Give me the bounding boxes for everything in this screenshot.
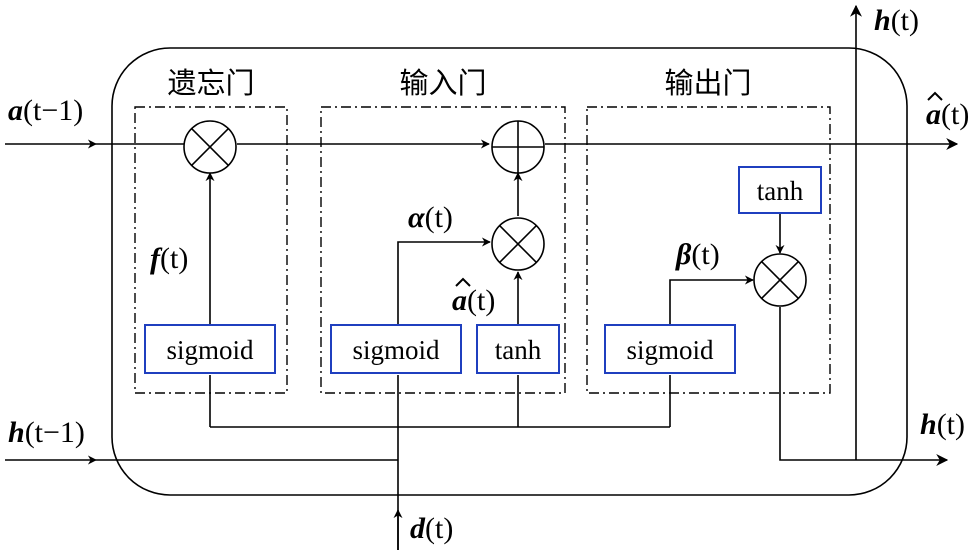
label-a-hat-out: a(t): [926, 91, 969, 131]
sigmoid-input-block: sigmoid: [330, 324, 462, 374]
line-beta: [669, 275, 754, 324]
sigmoid-input-label: sigmoid: [352, 335, 440, 365]
sigmoid-forget-block: sigmoid: [144, 324, 276, 374]
svg-text:a(t): a(t): [452, 284, 495, 317]
tanh-input-label: tanh: [495, 335, 542, 365]
svg-text:a(t): a(t): [926, 98, 969, 131]
multiply-forget: [183, 120, 237, 174]
add-cell-state: [491, 120, 545, 174]
tanh-output-label: tanh: [757, 176, 804, 206]
forget-gate-frame: [134, 106, 288, 394]
line-alpha: [397, 237, 491, 324]
connections: [5, 4, 959, 550]
line-h-out: [779, 307, 949, 466]
label-beta: β(t): [675, 238, 720, 271]
label-d-in: d(t): [410, 512, 453, 545]
label-f: f(t): [150, 242, 188, 275]
output-gate-frame: [586, 106, 831, 394]
multiply-input: [491, 217, 545, 271]
input-gate-title: 输入门: [399, 66, 486, 100]
label-h-out: h(t): [920, 408, 965, 441]
tanh-output-block: tanh: [738, 166, 822, 214]
label-alpha: α(t): [408, 201, 453, 234]
sigmoid-output-block: sigmoid: [604, 324, 736, 374]
label-a-prev: a(t−1): [8, 94, 83, 127]
output-gate-title: 输出门: [664, 66, 751, 100]
label-h-prev: h(t−1): [8, 416, 85, 449]
sigmoid-forget-label: sigmoid: [166, 335, 254, 365]
sigmoid-output-label: sigmoid: [626, 335, 714, 365]
cell-boundary: [111, 47, 908, 496]
label-a-hat-mid: a(t): [452, 277, 495, 317]
multiply-output: [753, 253, 807, 307]
tanh-input-block: tanh: [476, 324, 560, 374]
label-h-top: h(t): [874, 4, 919, 37]
input-gate-frame: [320, 106, 566, 394]
forget-gate-title: 遗忘门: [167, 66, 254, 100]
